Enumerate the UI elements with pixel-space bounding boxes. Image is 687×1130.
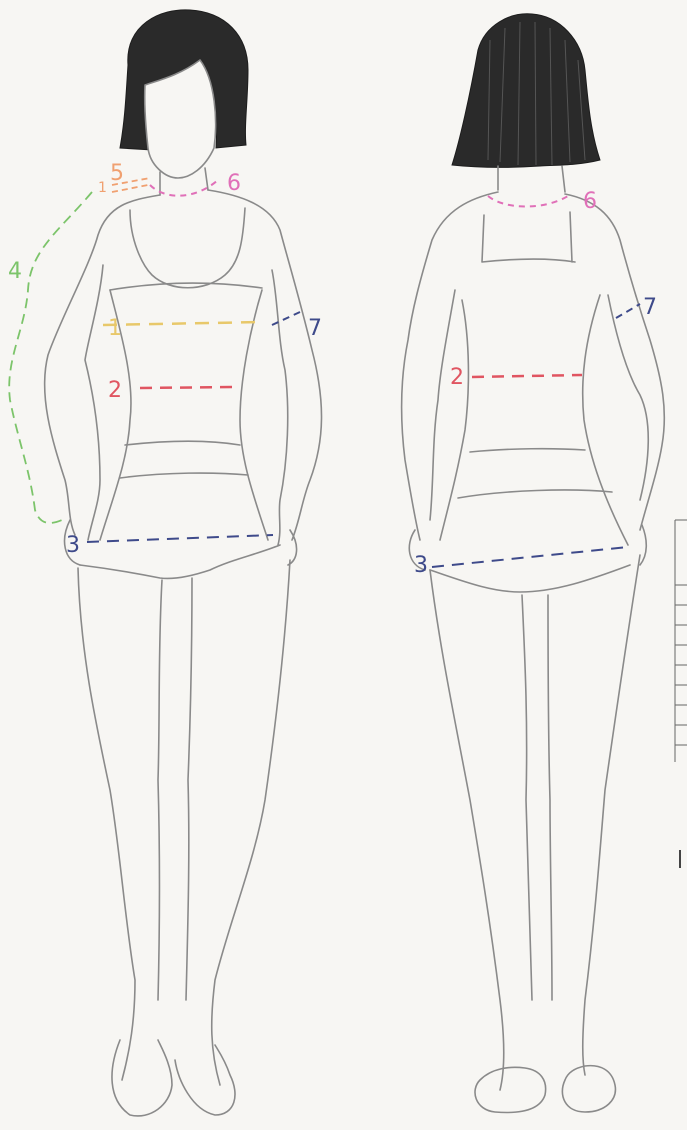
back-measure-6-line bbox=[488, 196, 568, 207]
back-waist bbox=[440, 295, 628, 545]
front-measure-3-line bbox=[87, 535, 273, 542]
measurement-table-partial bbox=[675, 520, 687, 868]
back-hair bbox=[452, 14, 600, 168]
back-label-2: 2 bbox=[450, 365, 464, 390]
back-measure-3-line bbox=[432, 547, 628, 567]
front-label-2: 2 bbox=[108, 378, 122, 403]
front-briefs bbox=[80, 545, 280, 578]
front-label-1: 1 bbox=[108, 316, 122, 341]
front-label-4: 4 bbox=[8, 259, 22, 284]
front-legs bbox=[78, 560, 290, 1085]
back-label-6: 6 bbox=[583, 189, 597, 214]
front-figure: 1 2 3 4 5 1 6 7 bbox=[8, 10, 322, 1116]
back-arm-inner bbox=[430, 290, 648, 520]
back-measure-7-line bbox=[616, 304, 640, 318]
back-camisole bbox=[482, 212, 575, 262]
front-label-7: 7 bbox=[308, 316, 322, 341]
back-briefs bbox=[430, 565, 630, 592]
back-figure: 2 3 6 7 bbox=[402, 14, 665, 1113]
back-body-outline bbox=[402, 192, 665, 540]
back-neck bbox=[498, 166, 565, 192]
front-measure-7-line bbox=[272, 312, 300, 325]
front-measure-2-line bbox=[140, 387, 238, 388]
back-measure-2-line bbox=[472, 375, 582, 377]
front-waist bbox=[100, 290, 268, 540]
back-feet bbox=[475, 1066, 615, 1113]
back-hands bbox=[409, 525, 646, 570]
front-label-5: 5 bbox=[110, 161, 124, 186]
front-hands bbox=[65, 520, 297, 565]
front-measure-4-line bbox=[9, 192, 92, 523]
front-feet bbox=[112, 1040, 235, 1116]
front-label-3: 3 bbox=[66, 533, 80, 558]
front-label-6: 6 bbox=[227, 171, 241, 196]
front-camisole bbox=[110, 208, 262, 290]
back-bands bbox=[458, 449, 612, 498]
back-legs bbox=[430, 555, 640, 1090]
front-label-5-small: 1 bbox=[98, 180, 107, 196]
back-label-3: 3 bbox=[414, 553, 428, 578]
front-bands bbox=[120, 441, 248, 478]
front-measure-1-line bbox=[103, 322, 262, 325]
back-label-7: 7 bbox=[643, 295, 657, 320]
